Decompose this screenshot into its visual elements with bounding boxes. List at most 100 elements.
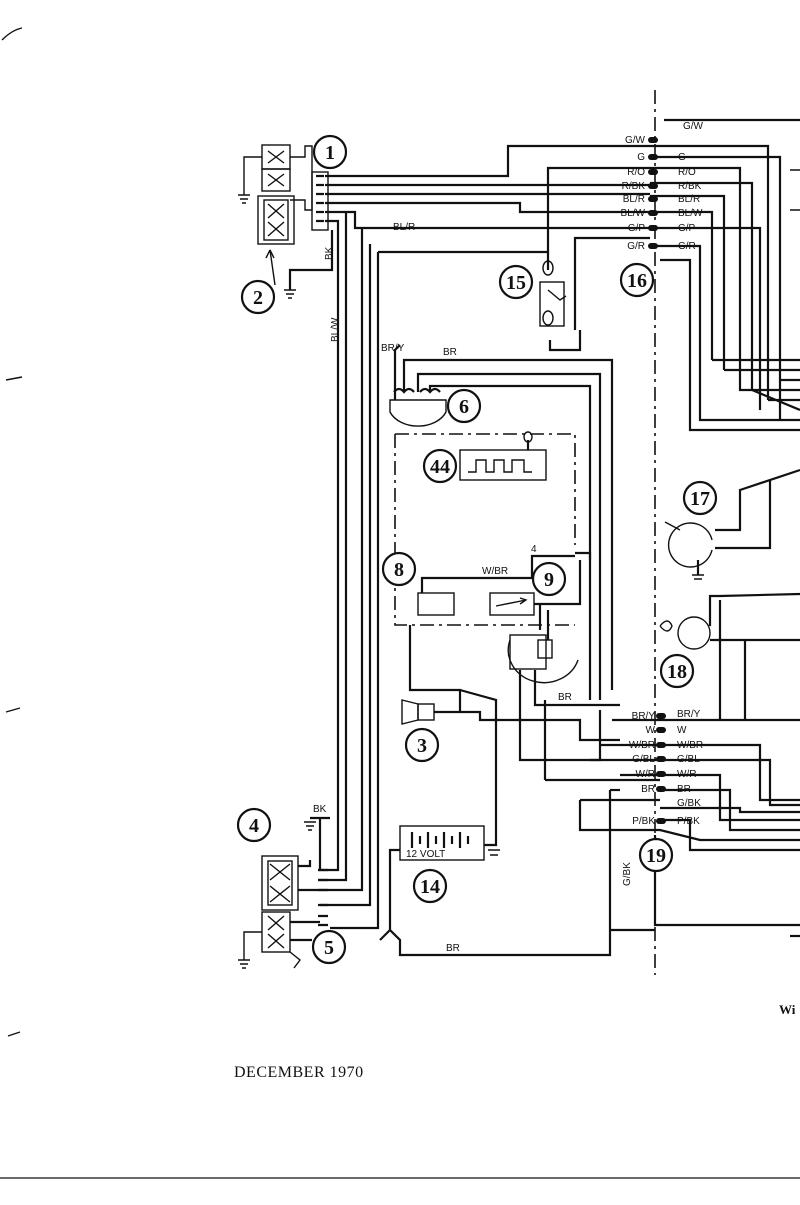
component-number-18: 18 [659, 653, 695, 689]
left-harness [284, 144, 650, 930]
connector-16-right-label: G/W [683, 121, 704, 132]
connector-19-pins [656, 713, 666, 824]
component-circle [240, 279, 276, 315]
connector-19-left-label: W/BR [629, 740, 655, 751]
component-number-2: 2 [240, 279, 276, 315]
connector-pin [656, 742, 666, 748]
connector-pin [656, 786, 666, 792]
component-circle [236, 807, 272, 843]
connector-19-left-label: BR [641, 784, 655, 795]
horn-3 [401, 625, 620, 742]
wire-label-br: BR [446, 943, 460, 954]
component-circle [619, 262, 655, 298]
wire-label-br: BR [443, 347, 457, 358]
relay [507, 610, 620, 780]
connector-19-right-label: P/BK [677, 816, 700, 827]
connector-16-right-label: G/R [678, 241, 696, 252]
connector-19-right-label: BR [677, 784, 691, 795]
component-number-1: 1 [312, 134, 348, 170]
connector-19-left-label: BR/Y [632, 711, 656, 722]
connector-16-left-label: G/W [625, 135, 646, 146]
connector-pin [656, 818, 666, 824]
connector-16-right-label: G/P [678, 223, 696, 234]
component-circle [404, 727, 440, 763]
connector-pin [648, 243, 658, 249]
connector-pin [648, 196, 658, 202]
connector-16-left-label: R/BK [622, 181, 646, 192]
battery-label: 12 VOLT [406, 849, 445, 860]
lamp-unit-4 [261, 816, 330, 911]
component-number-label: 16 [627, 270, 647, 292]
lamp-unit-5 [238, 868, 328, 969]
connector-16-left-label: BL/W [621, 208, 646, 219]
connector-pin [648, 154, 658, 160]
connector-19-right-label: W/R [677, 769, 696, 780]
connector-pin [656, 771, 666, 777]
component-number-3: 3 [404, 727, 440, 763]
connector-19-right-label: G/BL [677, 754, 700, 765]
component-number-5: 5 [311, 929, 347, 965]
margin-marks [0, 27, 800, 1179]
component-number-label: 2 [253, 287, 263, 309]
component-circle [682, 480, 718, 516]
component-number-4: 4 [236, 807, 272, 843]
component-number-8: 8 [381, 551, 417, 587]
component-number-label: 5 [324, 937, 334, 959]
connector-pin [656, 756, 666, 762]
component-number-label: 44 [430, 456, 450, 478]
connector-16-right-label: R/BK [678, 181, 702, 192]
component-number-17: 17 [682, 480, 718, 516]
connector-19-left-label: P/BK [632, 816, 655, 827]
component-number-9: 9 [531, 561, 567, 597]
battery-14 [379, 688, 612, 957]
wire-label-4: 4 [531, 544, 537, 555]
component-number-44: 44 [422, 448, 458, 484]
wire-g-bk [653, 835, 800, 927]
switch-15 [539, 260, 567, 327]
connector-16-right-label: BL/R [678, 194, 700, 205]
lamp-unit-2 [257, 195, 295, 286]
component-number-label: 18 [667, 661, 687, 683]
connector-19-left-label: W [646, 725, 656, 736]
component-6 [389, 344, 614, 700]
connector-16-right-label: BL/W [678, 208, 703, 219]
component-number-6: 6 [446, 388, 482, 424]
component-number-label: 8 [394, 559, 404, 581]
component-number-label: 17 [690, 488, 710, 510]
wire-label-g-bk: G/BK [622, 862, 633, 886]
connector-pin [648, 210, 658, 216]
component-circle [381, 551, 417, 587]
connector-16-right-label: R/O [678, 167, 696, 178]
connector-19-left-label: W/R [636, 769, 655, 780]
footer-date: DECEMBER 1970 [234, 1064, 364, 1081]
component-17 [664, 468, 800, 580]
wire-label-bk: BK [313, 804, 327, 815]
component-circle [638, 837, 674, 873]
connector-pin [656, 713, 666, 719]
component-number-label: 9 [544, 569, 554, 591]
connector-16-left-label: G/P [628, 223, 646, 234]
component-circle [659, 653, 695, 689]
component-circle [446, 388, 482, 424]
component-circle [311, 929, 347, 965]
figure-caption: Wi [779, 1002, 796, 1017]
connector-19-right-label: W [677, 725, 687, 736]
connector-pin [648, 169, 658, 175]
component-number-label: 4 [249, 815, 259, 837]
connector-19 [545, 600, 800, 852]
component-circle [312, 134, 348, 170]
component-number-14: 14 [412, 868, 448, 904]
connector-19-right-label: W/BR [677, 740, 703, 751]
component-number-label: 6 [459, 396, 469, 418]
connector-16-left-label: R/O [627, 167, 645, 178]
component-number-19: 19 [638, 837, 674, 873]
wire-label-bk: BK [324, 246, 335, 260]
connector-16-pins [648, 137, 658, 249]
connector-pin [656, 727, 666, 733]
component-number-16: 16 [619, 262, 655, 298]
wire-label-bl-w: BL/W [330, 317, 341, 342]
wire-label-bl-r: BL/R [393, 222, 415, 233]
component-number-15: 15 [498, 264, 534, 300]
